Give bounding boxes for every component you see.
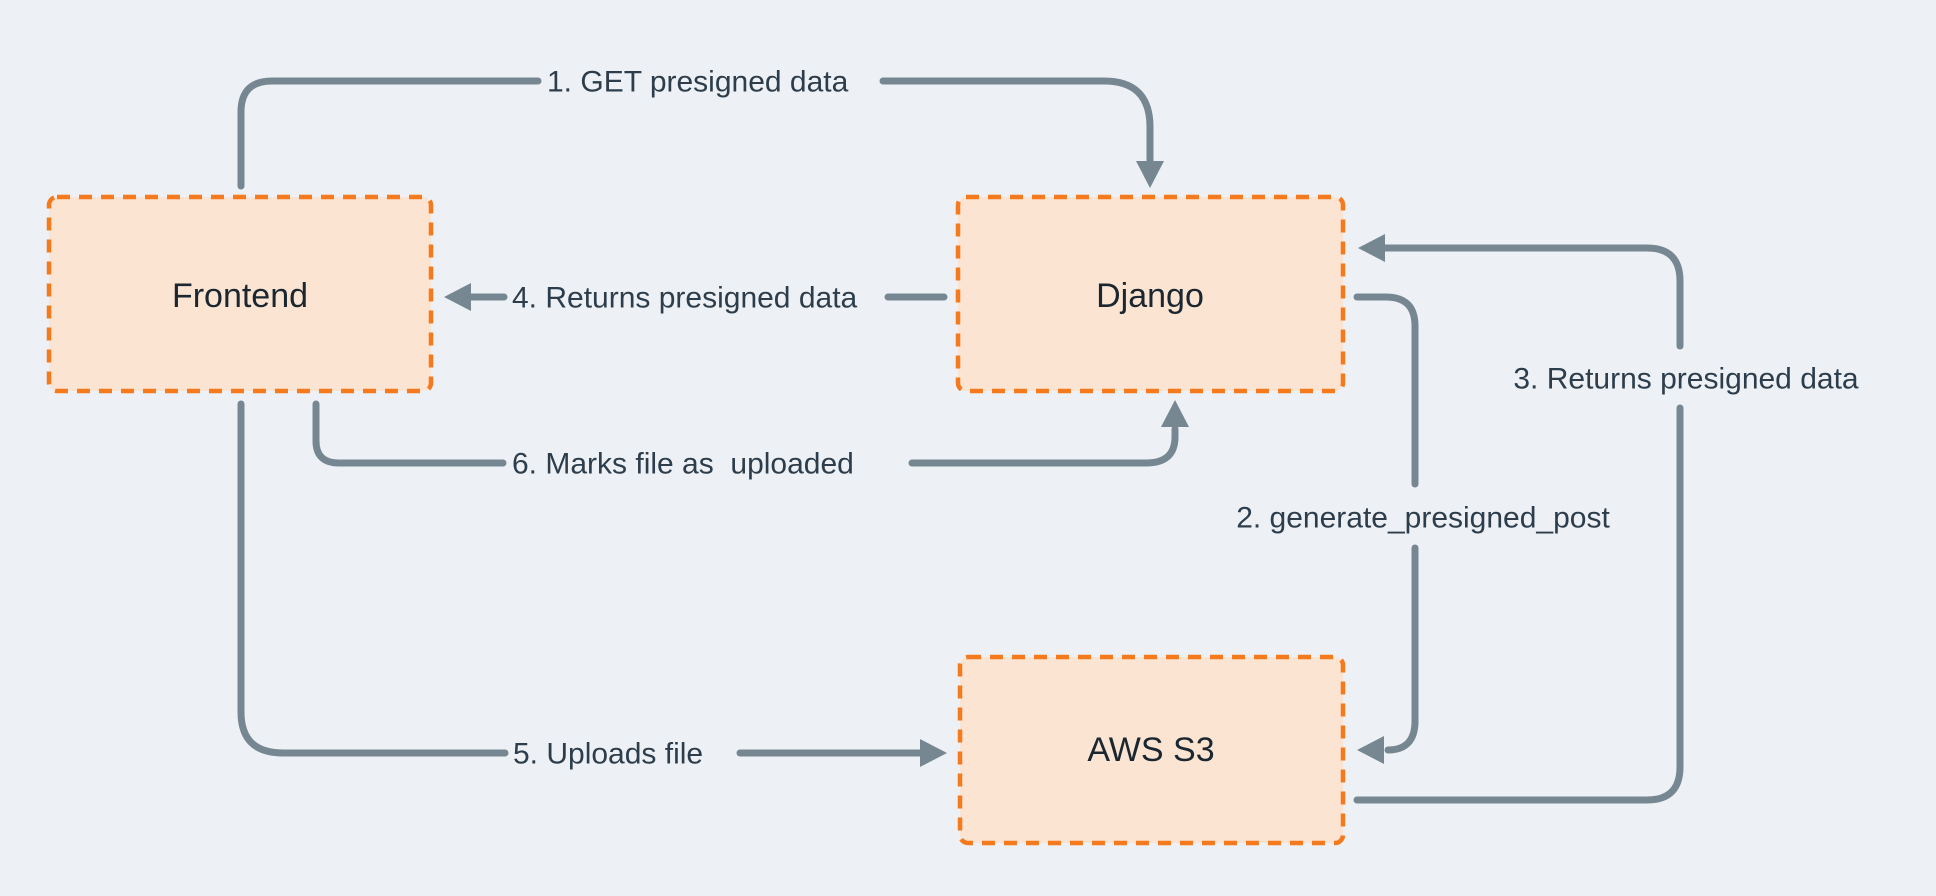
edge-3-line-b [1379,244,1684,350]
edge-3-arrowhead-left-icon [1358,234,1385,262]
edge-2-arrowhead-left-icon [1357,736,1384,764]
edge-3-line-a [1353,404,1684,804]
edge-1-line-b [879,77,1154,165]
node-frontend: Frontend [46,194,434,394]
node-django: Django [955,194,1346,394]
edge-3-label: 3. Returns presigned data [1513,363,1859,396]
edge-5-arrowhead-right-icon [920,739,947,767]
edge-1-arrowhead-down-icon [1136,161,1164,188]
frontend-box [46,194,434,394]
edge-1-label: 1. GET presigned data [547,66,849,99]
edge-2-line-b [1384,544,1419,754]
aws-s3-label: AWS S3 [1087,731,1214,769]
django-label: Django [1096,277,1204,315]
nodes: Frontend Django AWS S3 [46,194,1346,846]
edge-5-label: 5. Uploads file [513,738,703,771]
edge-1-line-a [237,77,542,190]
edge-6-line-b [908,425,1179,467]
edge-5-line-a [237,400,509,757]
edge-6-label: 6. Marks file as uploaded [512,448,854,481]
aws-s3-box [957,654,1346,846]
edge-2-line-a [1353,293,1419,488]
edge-4-label: 4. Returns presigned data [512,282,858,315]
frontend-label: Frontend [172,277,308,315]
edge-2-label: 2. generate_presigned_post [1236,502,1610,535]
edge-6-arrowhead-up-icon [1161,400,1189,427]
edge-labels: 1. GET presigned data 2. generate_presig… [512,66,1859,771]
django-box [955,194,1346,394]
node-aws-s3: AWS S3 [957,654,1346,846]
edge-6-line-a [312,400,507,467]
edge-4-arrowhead-left-icon [444,283,471,311]
edge-lines [237,77,1684,804]
